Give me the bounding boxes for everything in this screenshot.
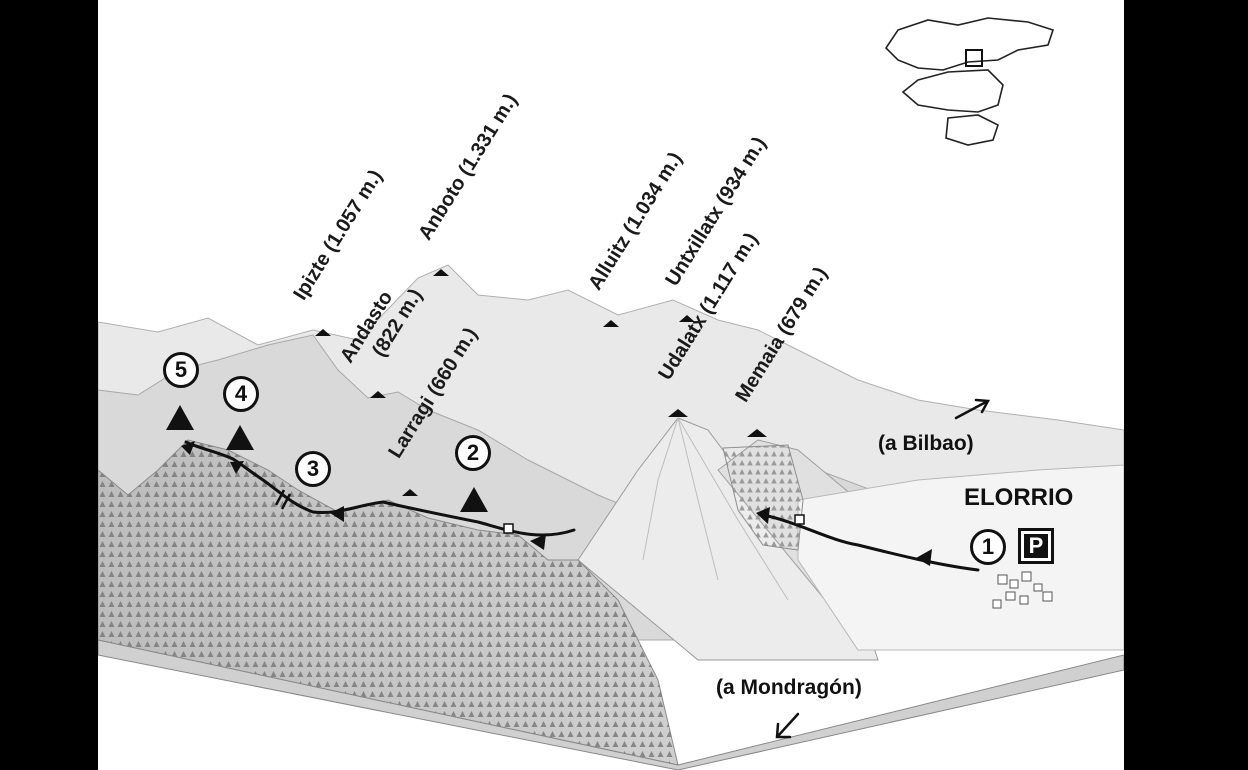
peak-markers <box>315 269 767 496</box>
peak-marker-icon <box>402 489 418 496</box>
town-label-elorrio: ELORRIO <box>964 484 1074 511</box>
route-arrow-icon <box>330 506 344 522</box>
route-arrow-icon <box>916 549 932 566</box>
parking-symbol: P <box>1024 534 1048 558</box>
route-arrow-icon <box>530 534 546 550</box>
summit-triangles <box>166 405 488 512</box>
stop-marker-4: 4 <box>223 376 259 412</box>
peak-marker-icon <box>679 315 695 322</box>
peak-marker-icon <box>747 429 767 437</box>
summit-triangle-icon <box>226 425 254 450</box>
route-arrow-icon <box>230 461 244 474</box>
peak-marker-icon <box>370 391 386 398</box>
summit-triangle-icon <box>166 405 194 430</box>
map-base <box>98 639 1124 770</box>
stop-marker-5: 5 <box>163 352 199 388</box>
route-arrow-icon <box>181 441 195 455</box>
arrow-bilbao-icon <box>954 398 991 420</box>
route-sign <box>794 514 805 525</box>
peak-marker-icon <box>315 329 331 336</box>
direction-label-bilbao: (a Bilbao) <box>878 432 974 455</box>
route-arrows <box>181 441 932 566</box>
locator-map-icon <box>884 17 1055 146</box>
stop-marker-1: 1 <box>970 529 1006 565</box>
peak-marker-icon <box>668 409 688 417</box>
parking-icon: P <box>1018 528 1054 564</box>
stop-marker-2: 2 <box>455 435 491 471</box>
direction-arrows <box>775 398 991 739</box>
valley <box>797 464 1124 651</box>
relief-map <box>98 17 1124 770</box>
gate-mark <box>274 489 292 510</box>
peak-marker-icon <box>433 269 449 276</box>
route-sign <box>503 523 514 534</box>
elorrio-town <box>992 571 1053 609</box>
map-panel: Ipizte (1.057 m.) Anboto (1.331 m.) Anda… <box>98 0 1124 770</box>
route-arrow-icon <box>756 507 770 524</box>
direction-label-mondragon: (a Mondragón) <box>716 676 862 699</box>
summit-triangle-icon <box>460 487 488 512</box>
peak-marker-icon <box>603 320 619 327</box>
stop-marker-3: 3 <box>295 451 331 487</box>
forest-memaia <box>722 444 804 551</box>
arrow-mondragon-icon <box>775 712 800 739</box>
